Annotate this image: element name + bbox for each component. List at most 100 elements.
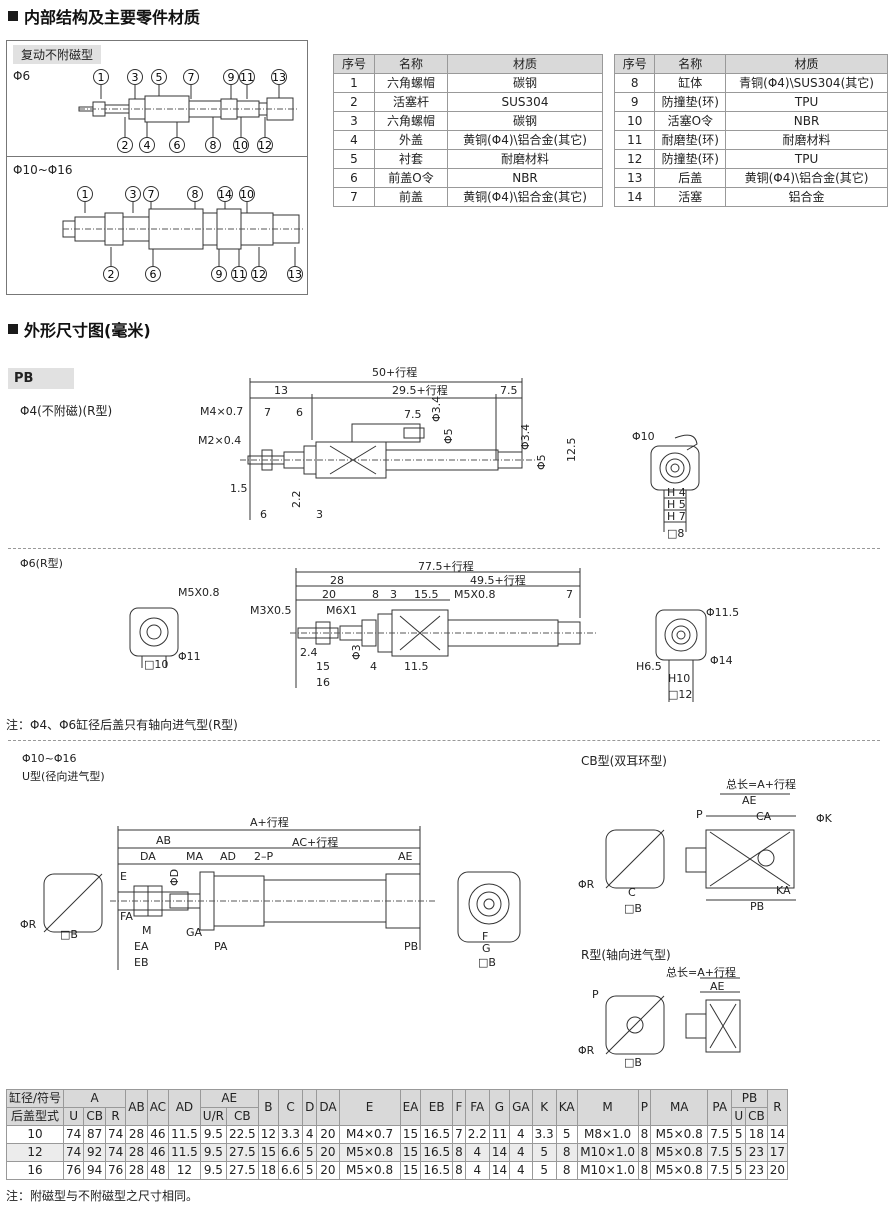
dim-label: 2.4 <box>300 646 318 659</box>
table-cell: NBR <box>447 168 603 188</box>
table-cell: 23 <box>745 1143 768 1162</box>
table-cell: 4 <box>509 1143 533 1162</box>
part-callout-number: 12 <box>258 139 272 152</box>
part-callout: 10 <box>239 186 255 213</box>
dim-label: MA <box>186 850 203 863</box>
col-header-name: 名称 <box>654 54 727 74</box>
table-cell: M5×0.8 <box>650 1143 709 1162</box>
table-cell: 76 <box>63 1161 85 1180</box>
dim-label: 7 <box>566 588 573 601</box>
table-cell: 28 <box>125 1143 148 1162</box>
table-cell: 6 <box>333 168 375 188</box>
part-callout-number: 13 <box>288 268 302 281</box>
table-cell: 14 <box>766 1125 789 1144</box>
table-cell: NBR <box>725 111 888 131</box>
dim-label: E <box>120 870 127 883</box>
col-header: R <box>766 1089 789 1126</box>
table-cell: 前盖 <box>374 187 448 207</box>
table-cell: 碳钢 <box>447 111 603 131</box>
table-cell: 14 <box>488 1161 511 1180</box>
table-cell: 46 <box>146 1125 170 1144</box>
table-cell: 74 <box>63 1143 85 1162</box>
col-header: DA <box>316 1089 340 1126</box>
dim-label: 12.5 <box>565 438 578 463</box>
part-callout: 6 <box>145 247 161 282</box>
cb-type-drawing: 总长=A+行程 AE CA P ΦK ΦR C □B KA PB <box>578 777 833 915</box>
dim-label: EB <box>134 956 149 969</box>
dim-label: 49.5+行程 <box>470 574 526 587</box>
dim-label: 3 <box>316 508 323 521</box>
dim-label: AC+行程 <box>292 836 338 849</box>
table-cell: 15 <box>399 1143 422 1162</box>
table-cell: 六角螺帽 <box>374 111 448 131</box>
panel-divider <box>7 156 307 157</box>
table-cell: 1 <box>333 73 375 93</box>
cb-type-dimension-labels: 总长=A+行程 AE CA P ΦK ΦR C □B KA PB <box>578 777 833 915</box>
dim-label: M5X0.8 <box>178 586 220 599</box>
part-callout-number: 6 <box>174 139 181 152</box>
col-subheader: U <box>731 1107 747 1126</box>
part-callout-number: 14 <box>218 188 232 201</box>
part-callout: 10 <box>233 117 249 153</box>
table-cell: 16.5 <box>420 1125 454 1144</box>
table-cell: 外盖 <box>374 130 448 150</box>
table-cell: 4 <box>509 1161 533 1180</box>
part-callout-number: 11 <box>232 268 246 281</box>
dim-label: GA <box>186 926 203 939</box>
note-magnetic: 注：附磁型与不附磁型之尺寸相同。 <box>6 1189 199 1203</box>
table-cell: 6.6 <box>277 1161 304 1180</box>
dim-label: ΦK <box>816 812 833 825</box>
dim-label: G <box>482 942 491 955</box>
table-cell: SUS304 <box>447 92 603 112</box>
structure-phi6-label: Φ6 <box>13 69 31 83</box>
part-callout: 11 <box>231 247 247 282</box>
dim-label: □B <box>478 956 496 969</box>
col-header: C <box>277 1089 304 1126</box>
dim-label: 20 <box>322 588 336 601</box>
table-cell: 5 <box>302 1161 318 1180</box>
table-cell: 18 <box>257 1161 279 1180</box>
phi6-dimension-labels: M5X0.8 Φ11 □10 77.5+行程 28 49.5+行程 20 8 3… <box>144 560 739 701</box>
col-header: AB <box>125 1089 148 1126</box>
dim-label: 15.5 <box>414 588 439 601</box>
dim-label: 6 <box>260 508 267 521</box>
table-cell: 8 <box>637 1125 652 1144</box>
dim-label: EA <box>134 940 149 953</box>
table-cell: 4 <box>464 1143 490 1162</box>
col-header: D <box>302 1089 318 1126</box>
dim-label: □10 <box>144 658 168 671</box>
part-callout: 9 <box>223 69 239 99</box>
table-cell: 28 <box>125 1161 148 1180</box>
part-callout-number: 8 <box>210 139 217 152</box>
table-cell: 黄铜(Φ4)\铝合金(其它) <box>725 168 888 188</box>
table-cell: 9.5 <box>199 1161 227 1180</box>
structure-tag: 复动不附磁型 <box>13 45 102 64</box>
dim-label: □B <box>624 1056 642 1069</box>
dim-label: 8 <box>372 588 379 601</box>
dim-label: Φ3.4 <box>519 424 532 450</box>
table-cell: 六角螺帽 <box>374 73 448 93</box>
part-callout-number: 1 <box>82 188 89 201</box>
col-header: K <box>531 1089 557 1126</box>
dim-label: H10 <box>668 672 690 685</box>
dim-label: AB <box>156 834 171 847</box>
table-cell: M4×0.7 <box>338 1125 401 1144</box>
dim-label: AE <box>742 794 757 807</box>
dim-label: Φ10 <box>632 430 655 443</box>
col-subheader: 后盖型式 <box>5 1107 65 1126</box>
table-cell: 活塞 <box>654 187 727 207</box>
dim-label: M3X0.5 <box>250 604 292 617</box>
table-cell: 11.5 <box>168 1143 201 1162</box>
table-cell: 10 <box>613 111 656 131</box>
table-cell: 14 <box>488 1143 511 1162</box>
part-callout: 5 <box>151 69 167 99</box>
part-callout: 14 <box>217 186 233 213</box>
dim-label: H 7 <box>667 510 686 523</box>
dim-label: CA <box>756 810 772 823</box>
dim-label: 7 <box>264 406 271 419</box>
part-callout-number: 7 <box>148 188 155 201</box>
part-callout-number: 5 <box>156 71 163 84</box>
table-cell: 16 <box>5 1161 65 1180</box>
